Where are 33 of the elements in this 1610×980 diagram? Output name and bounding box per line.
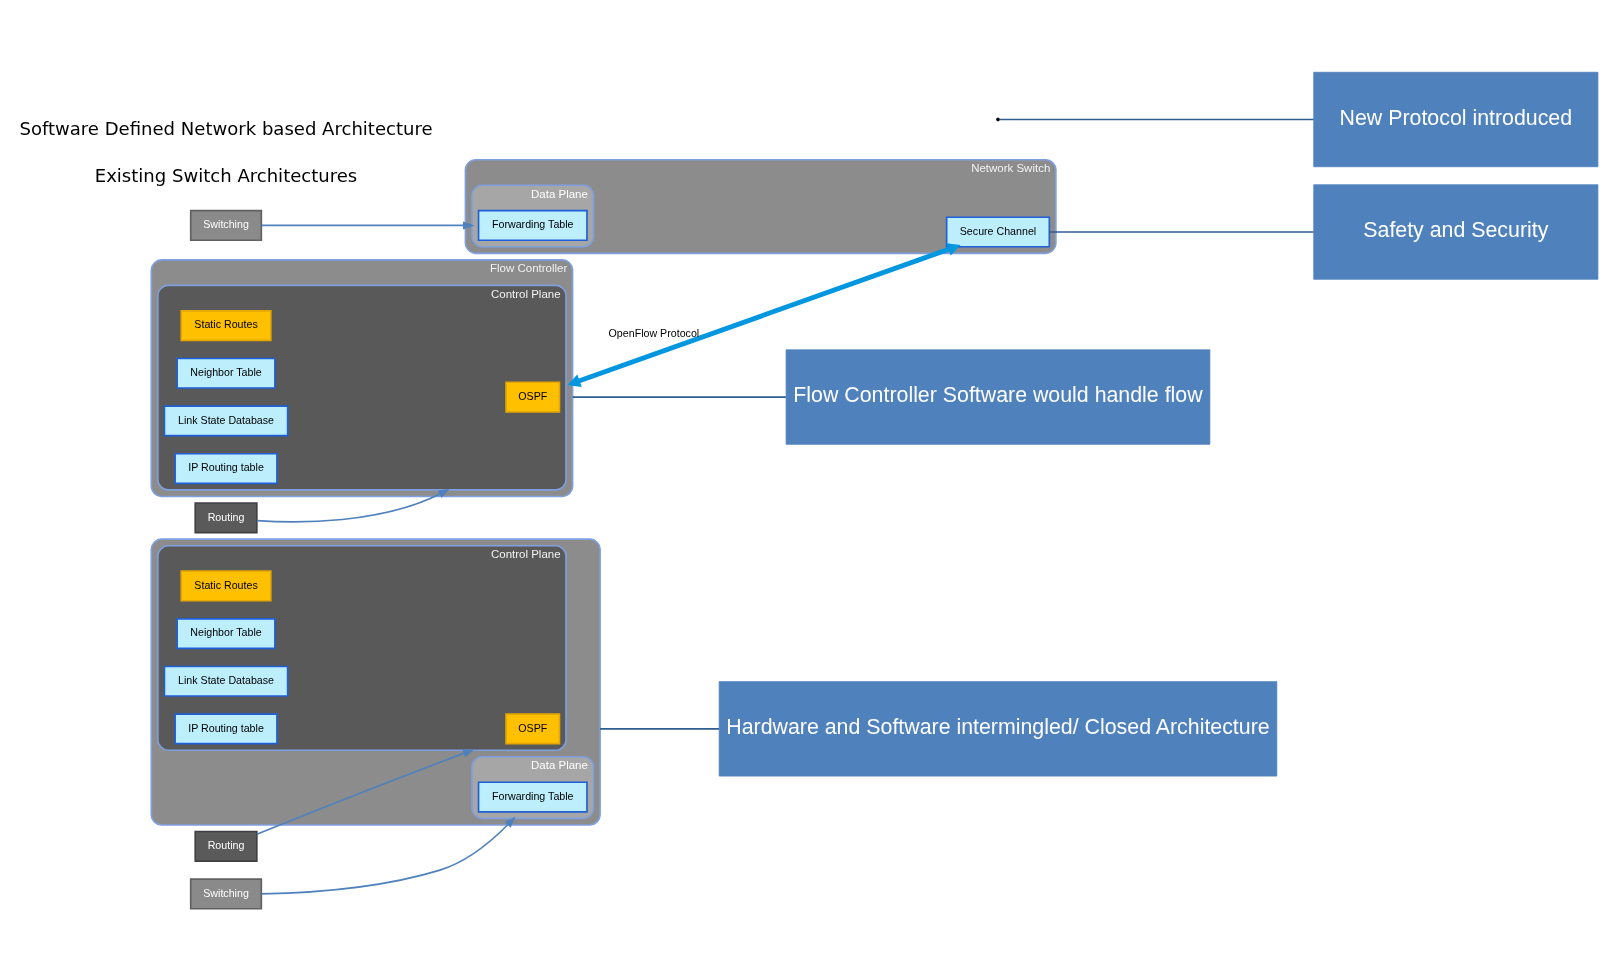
connector	[1048, 230, 1315, 233]
node-box: OSPF	[505, 381, 561, 413]
arrow	[256, 488, 450, 523]
node-box: Static Routes	[180, 569, 272, 602]
node-box: Neighbor Table	[176, 357, 276, 389]
node-box: Link State Database	[163, 665, 289, 697]
node-box: Routing	[194, 830, 258, 862]
node-box: Link State Database	[163, 404, 289, 436]
arrow	[260, 816, 516, 895]
node-box: Hardware and Software intermingled/ Closed Architecture	[718, 680, 1278, 776]
node-box: Static Routes	[180, 309, 272, 341]
node-box: Forwarding Table	[477, 780, 588, 813]
connector	[599, 727, 720, 730]
node-box: Flow Controller Software would handle flow	[785, 348, 1211, 445]
connector	[571, 395, 787, 398]
node-box: IP Routing table	[174, 712, 278, 744]
label: Existing Switch Architectures	[94, 164, 358, 186]
node-box: Switching	[189, 877, 263, 910]
edge-label: OpenFlow Protocol	[608, 326, 700, 339]
node-box: New Protocol introduced	[1313, 71, 1599, 167]
node-box: Secure Channel	[945, 215, 1051, 248]
label: Software Defined Network based Architecture	[19, 117, 433, 139]
node-box: IP Routing table	[174, 452, 278, 484]
node-box: Forwarding Table	[477, 209, 588, 241]
node-box: OSPF	[505, 712, 561, 744]
node-box: Neighbor Table	[176, 617, 276, 649]
arrow	[260, 220, 475, 229]
arrow	[567, 242, 961, 387]
node-box: Switching	[189, 209, 263, 241]
node-box: Routing	[194, 501, 258, 533]
arrow	[256, 748, 475, 835]
connector	[998, 118, 1315, 120]
node-box: Safety and Security	[1313, 183, 1599, 280]
